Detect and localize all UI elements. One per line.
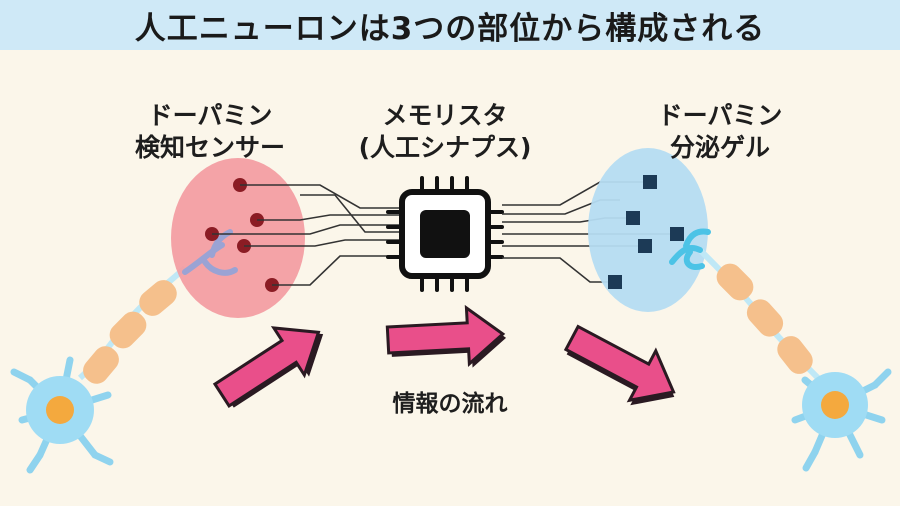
input-neuron — [10, 265, 187, 474]
gel-squares — [608, 175, 684, 289]
title-bar: 人工ニューロンは3つの部位から構成される — [0, 0, 900, 50]
gel-label: ドーパミン 分泌ゲル — [620, 100, 820, 164]
gel-label-line2: 分泌ゲル — [669, 133, 770, 162]
output-neuron — [669, 228, 892, 472]
sensor-label-line2: 検知センサー — [134, 133, 285, 162]
flow-label: 情報の流れ — [392, 391, 508, 417]
sensor-dendrite — [182, 229, 238, 276]
synapse-label-line2: (人工シナプス) — [358, 133, 532, 162]
page-title: 人工ニューロンは3つの部位から構成される — [134, 10, 766, 47]
gel-blob — [588, 148, 708, 312]
sensor-blob — [171, 158, 305, 318]
flow-arrow-1 — [212, 326, 324, 408]
synapse-label: メモリスタ (人工シナプス) — [335, 100, 555, 164]
gel-label-line1: ドーパミン — [657, 101, 783, 130]
input-wires — [212, 184, 400, 286]
sensor-label-line1: ドーパミン — [147, 101, 273, 130]
sensor-label: ドーパミン 検知センサー — [110, 100, 310, 164]
synapse-label-line1: メモリスタ — [382, 101, 508, 130]
flow-arrow-3 — [563, 324, 676, 406]
memristor-chip-icon — [386, 176, 504, 292]
flow-arrow-2 — [385, 304, 507, 368]
